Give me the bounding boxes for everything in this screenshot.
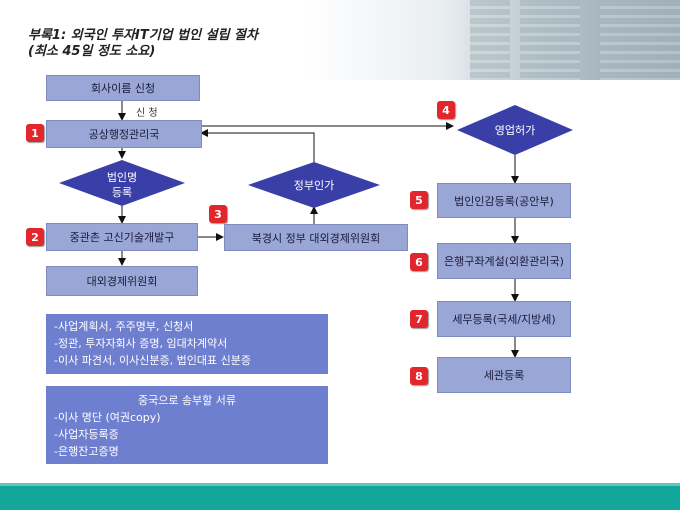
required-doc-item: -사업계획서, 주주명부, 신청서 — [54, 320, 194, 333]
box-tax-registration: 세무등록(국세/지방세) — [437, 301, 571, 337]
diamond-gov-approval-label: 정부인가 — [294, 179, 334, 192]
step-badge-6: 6 — [410, 253, 428, 271]
diamond-business-license-label: 영업허가 — [495, 124, 535, 137]
box-bank-account: 은행구좌계설(외환관리국) — [437, 243, 571, 279]
box-company-name-application: 회사이름 신청 — [46, 75, 200, 101]
china-docs-title: 중국으로 송부할 서류 — [137, 394, 237, 407]
diamond-business-license — [457, 105, 573, 155]
china-doc-item: -사업자등록증 — [54, 428, 119, 441]
step-badge-7: 7 — [410, 310, 428, 328]
arrow-approval-to-bureau — [200, 129, 315, 162]
box-zgc-hitech-zone: 중관촌 고신기술개발구 — [46, 223, 198, 251]
step-badge-4: 4 — [437, 101, 455, 119]
footer-bar — [0, 486, 680, 510]
required-doc-item: -정관, 투자자회사 증명, 임대차계약서 — [54, 337, 228, 350]
box-beijing-commission: 북경시 정부 대외경제위원회 — [224, 224, 408, 251]
china-doc-item: -이사 명단 (여권copy) — [54, 411, 161, 424]
china-documents-box: 중국으로 송부할 서류 -이사 명단 (여권copy) -사업자등록증 -은행잔… — [46, 386, 328, 464]
apply-note: 신 청 — [136, 108, 158, 119]
diamond-corp-name — [59, 160, 185, 206]
page-subtitle: (최소 45일 정도 소요) — [28, 44, 156, 59]
step-badge-2: 2 — [26, 228, 44, 246]
china-doc-item: -은행잔고증명 — [54, 445, 119, 458]
box-admin-bureau: 공상행정관리국 — [46, 120, 202, 148]
page-title: 부록1: 외국인 투자IT기업 법인 설립 절차 — [28, 28, 258, 43]
step-badge-5: 5 — [410, 191, 428, 209]
step-badge-3: 3 — [209, 205, 227, 223]
box-customs-registration: 세관등록 — [437, 357, 571, 393]
building-image — [600, 0, 680, 80]
building-image — [470, 0, 510, 80]
required-documents-box: -사업계획서, 주주명부, 신청서 -정관, 투자자회사 증명, 임대차계약서 … — [46, 314, 328, 374]
footer-accent-line — [0, 483, 680, 486]
box-corp-seal-registration: 법인인감등록(공안부) — [437, 183, 571, 218]
step-badge-8: 8 — [410, 367, 428, 385]
required-doc-item: -이사 파견서, 이사신분증, 법인대표 신분증 — [54, 354, 251, 367]
building-image — [520, 0, 580, 80]
step-badge-1: 1 — [26, 124, 44, 142]
diamond-corp-name-label-2: 등록 — [112, 186, 132, 199]
diamond-corp-name-label-1: 법인명 — [107, 171, 137, 184]
box-foreign-econ-committee: 대외경제위원회 — [46, 266, 198, 296]
diamond-gov-approval — [248, 162, 380, 208]
